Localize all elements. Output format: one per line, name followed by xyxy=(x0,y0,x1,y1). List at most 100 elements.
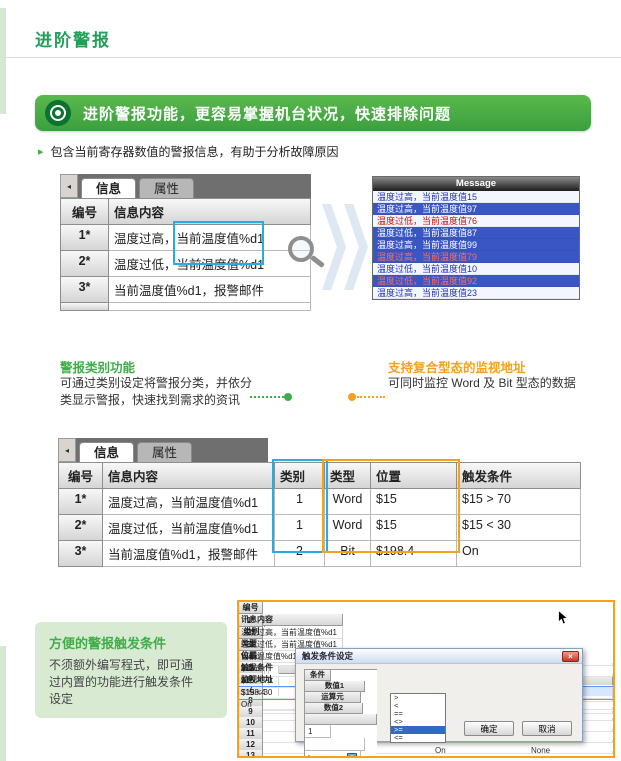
tab-scroll-left-icon[interactable]: ◂ xyxy=(58,438,76,462)
header-row: 编号 信息内容 类别 类型 位置 触发条件 xyxy=(59,463,581,489)
trigger-cell: On xyxy=(457,541,581,567)
tabstrip-settings: ◂ 信息 属性 xyxy=(58,438,268,462)
operator-option[interactable]: > xyxy=(394,693,399,702)
grid-header-value2: 数值2 xyxy=(305,703,363,714)
message-cell: 温度过高，当前温度值%d1 xyxy=(103,489,275,515)
ok-button[interactable]: 确定 xyxy=(464,721,514,736)
message-cell: 温度过高，当前温度值%d1 xyxy=(239,627,343,639)
grid-data-row: 1 > ▼ 70 $15 > 70 xyxy=(305,725,377,758)
callout-category-title: 警报类别功能 xyxy=(60,361,136,375)
column-header-address: 位置 xyxy=(371,463,457,489)
column-header-id: 编号 xyxy=(239,602,263,614)
column-header-type: 类型 xyxy=(325,463,371,489)
callout-watch-body: 可同时监控 Word 及 Bit 型态的数据 xyxy=(388,376,576,390)
magnifier-handle xyxy=(310,254,325,269)
left-edge-accent-top xyxy=(0,8,6,114)
row-id-cell: 3* xyxy=(61,277,109,303)
callout-trigger-title: 方便的警报触发条件 xyxy=(49,636,167,651)
cancel-button[interactable]: 取消 xyxy=(522,721,572,736)
tab-scroll-left-icon[interactable]: ◂ xyxy=(60,174,78,198)
column-header-id: 编号 xyxy=(61,199,109,225)
magnifier-glass xyxy=(288,236,314,262)
table-row: 2* 温度过低，当前温度值%d1 xyxy=(61,251,311,277)
grid-header-operator: 运算元 xyxy=(305,692,361,703)
dialog-title: 触发条件设定 xyxy=(302,651,354,661)
table-row: 1* 温度过高，当前温度值%d1 xyxy=(61,225,311,251)
operator-option[interactable]: <> xyxy=(394,717,403,726)
connector-line-green xyxy=(250,396,284,398)
alarm-message-table: 编号 信息内容 1* 温度过高，当前温度值%d1 2* 温度过低，当前温度值%d… xyxy=(60,198,311,311)
trigger-setting-screenshot: 编号 讯息内容 类别 类型 位置 触发条件 监视地址 1* 温度过高，当前温度值… xyxy=(237,600,615,758)
bullet-text: 包含当前寄存器数值的警报信息，有助于分析故障原因 xyxy=(50,145,339,159)
column-header-id: 编号 xyxy=(59,463,103,489)
column-header-message: 信息内容 xyxy=(103,463,275,489)
title-divider xyxy=(0,57,621,58)
left-edge-accent-bottom xyxy=(0,646,6,761)
row-number-cell: 13 xyxy=(239,750,263,756)
callout-watch-title: 支持复合型态的监视地址 xyxy=(388,361,526,375)
bullet-line: ▸ 包含当前寄存器数值的警报信息，有助于分析故障原因 xyxy=(38,143,339,160)
row-id-cell: 2* xyxy=(61,251,109,277)
page-title: 进阶警报 xyxy=(35,31,111,50)
type-cell: Word xyxy=(325,489,371,515)
trigger-callout-box: 方便的警报触发条件 不须额外编写程式，即可通过内置的功能进行触发条件设定 xyxy=(35,622,227,718)
tab-attr[interactable]: 属性 xyxy=(137,442,193,462)
tab-info[interactable]: 信息 xyxy=(79,442,135,462)
alarm-row: 温度过高，当前温度值99 xyxy=(373,239,579,251)
dialog-title-bar: 触发条件设定 × xyxy=(296,649,582,664)
dialog-close-button[interactable]: × xyxy=(562,650,579,662)
connector-dot-orange xyxy=(348,393,356,401)
message-cell: 温度过低，当前温度值%d1 xyxy=(109,251,311,277)
magnifier-icon xyxy=(288,236,330,278)
operator-option-selected[interactable]: >= xyxy=(391,726,445,734)
value1-cell[interactable] xyxy=(305,738,365,751)
operator-option[interactable]: == xyxy=(394,709,403,718)
row-id-cell xyxy=(61,303,109,311)
alarm-row: 温度过高，当前温度值23 xyxy=(373,287,579,299)
alarm-row: 温度过低，当前温度值87 xyxy=(373,227,579,239)
address-cell: $198.4 xyxy=(371,541,457,567)
operator-selected-value: > xyxy=(308,752,313,758)
row-id-cell: 3* xyxy=(59,541,103,567)
connector-line-orange xyxy=(357,396,385,398)
connector-dot-green xyxy=(284,393,292,401)
column-header-message: 讯息内容 xyxy=(239,614,343,626)
type-cell: Bit xyxy=(325,541,371,567)
grid-header-row: 条件 数值1 运算元 数值2 xyxy=(305,670,377,725)
settings-row: 1* 温度过高，当前温度值%d1 1 Word $15 $15 > 70 xyxy=(59,489,581,515)
feature-banner: 进阶警报功能，更容易掌握机台状况，快速排除问题 xyxy=(35,95,591,131)
address-cell: $15 xyxy=(371,489,457,515)
tab-info[interactable]: 信息 xyxy=(81,178,137,198)
alarm-row: 温度过低，当前温度值10 xyxy=(373,263,579,275)
message-cell: 温度过低，当前温度值%d1 xyxy=(103,515,275,541)
banner-text: 进阶警报功能，更容易掌握机台状况，快速排除问题 xyxy=(83,105,452,123)
column-header-category: 类别 xyxy=(275,463,325,489)
category-cell: 2 xyxy=(275,541,325,567)
watch-value-label: None xyxy=(531,746,551,755)
grid-header-value1: 数值1 xyxy=(305,681,365,692)
tabstrip-message-editor: ◂ 信息 属性 xyxy=(60,174,311,198)
operator-option[interactable]: <= xyxy=(394,733,403,742)
category-cell: 1 xyxy=(275,489,325,515)
trigger-condition-dialog: 触发条件设定 × 条件 数值1 运算元 数值2 1 > ▼ 70 $15 > 7… xyxy=(295,648,583,756)
chevron-right-icon xyxy=(344,204,368,290)
message-cell xyxy=(109,303,311,311)
cursor-icon xyxy=(558,610,569,625)
callout-trigger-body: 不须额外编写程式，即可通过内置的功能进行触发条件设定 xyxy=(49,658,194,706)
condition-cell: 1 xyxy=(305,725,331,738)
tab-attr[interactable]: 属性 xyxy=(139,178,195,198)
operator-option[interactable]: < xyxy=(394,701,399,710)
trigger-cell: $15 < 30 xyxy=(457,515,581,541)
condition-grid: 条件 数值1 运算元 数值2 1 > ▼ 70 $15 > 70 xyxy=(304,669,377,758)
row-id-cell: 1* xyxy=(59,489,103,515)
address-cell: $15 xyxy=(371,515,457,541)
table-row-partial xyxy=(61,303,311,311)
dropdown-arrow-icon[interactable]: ▼ xyxy=(347,752,357,756)
bullseye-icon xyxy=(45,100,71,126)
message-panel-header: Message xyxy=(373,177,579,191)
operator-dropdown[interactable]: > ▼ xyxy=(305,751,361,758)
trigger-cell: $15 > 70 xyxy=(457,489,581,515)
alarm-row: 温度过高，当前温度值97 xyxy=(373,203,579,215)
category-cell: 1 xyxy=(275,515,325,541)
empty-cell xyxy=(239,751,613,754)
